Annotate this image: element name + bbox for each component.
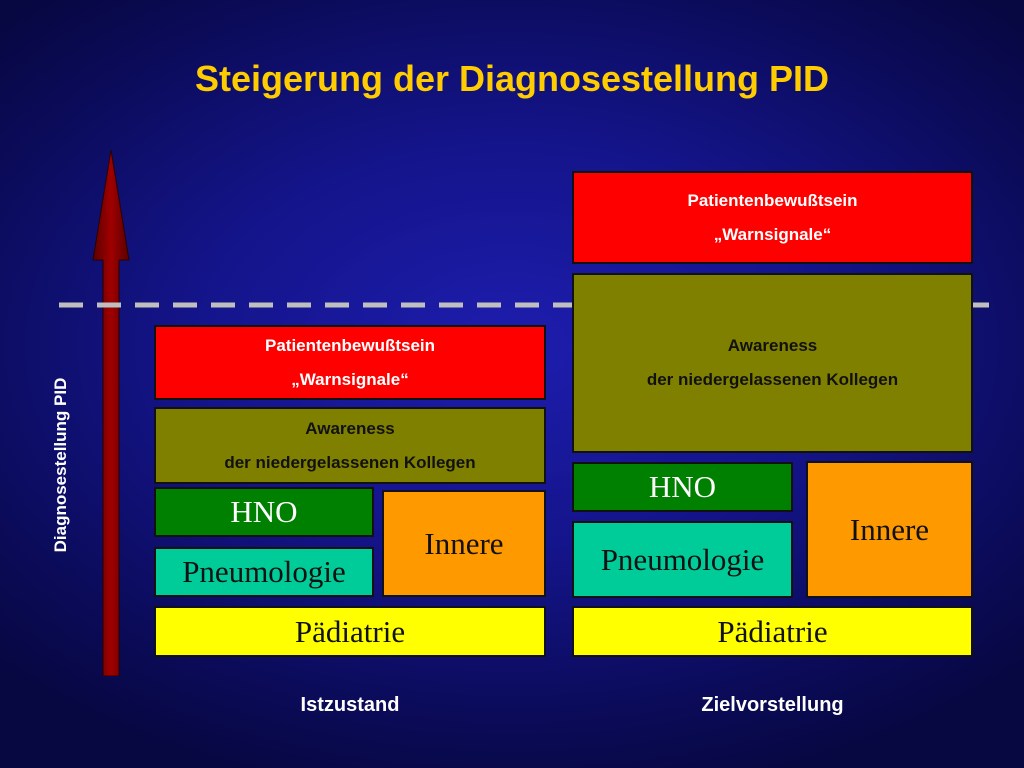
upward-arrow-icon xyxy=(92,150,130,676)
ist-paediatrie-label: Pädiatrie xyxy=(294,613,406,649)
ist-hno-label: HNO xyxy=(230,494,298,529)
ist-paediatrie-box: Pädiatrie xyxy=(154,606,546,657)
ziel-innere-label: Innere xyxy=(849,511,930,547)
ziel-hno-label: HNO xyxy=(648,469,717,504)
ziel-awareness-box: Awareness der niedergelassenen Kollegen xyxy=(572,273,973,453)
ziel-awareness-line1: Awareness xyxy=(727,336,818,355)
ist-patient-box: Patientenbewußtsein „Warnsignale“ xyxy=(154,325,546,400)
ist-innere-label: Innere xyxy=(424,525,504,561)
ist-pneumologie-label: Pneumologie xyxy=(182,554,346,589)
slide-title: Steigerung der Diagnosestellung PID xyxy=(194,58,830,99)
ist-innere-box: Innere xyxy=(382,490,546,597)
column-label-zielvorstellung: Zielvorstellung xyxy=(701,694,844,716)
ist-patient-line2: „Warnsignale“ xyxy=(291,369,409,389)
ziel-awareness-line2: der niedergelassenen Kollegen xyxy=(646,370,899,389)
ziel-pneumologie-box: Pneumologie xyxy=(572,521,793,598)
ist-awareness-box: Awareness der niedergelassenen Kollegen xyxy=(154,407,546,484)
ziel-patient-line1: Patientenbewußtsein xyxy=(687,190,858,210)
ist-awareness-line1: Awareness xyxy=(305,418,395,438)
ziel-innere-box: Innere xyxy=(806,461,973,598)
ist-hno-box: HNO xyxy=(154,487,374,537)
ziel-pneumologie-label: Pneumologie xyxy=(600,541,765,577)
ziel-patient-box: Patientenbewußtsein „Warnsignale“ xyxy=(572,171,973,264)
ist-patient-line1: Patientenbewußtsein xyxy=(264,335,436,355)
y-axis-label: Diagnosestellung PID xyxy=(51,377,70,553)
ziel-paediatrie-box: Pädiatrie xyxy=(572,606,973,657)
ist-awareness-line2: der niedergelassenen Kollegen xyxy=(224,452,476,472)
ziel-paediatrie-label: Pädiatrie xyxy=(717,613,828,649)
column-label-istzustand: Istzustand xyxy=(300,694,400,716)
ziel-hno-box: HNO xyxy=(572,462,793,512)
ziel-patient-line2: „Warnsignale“ xyxy=(713,224,832,244)
ist-pneumologie-box: Pneumologie xyxy=(154,547,374,597)
